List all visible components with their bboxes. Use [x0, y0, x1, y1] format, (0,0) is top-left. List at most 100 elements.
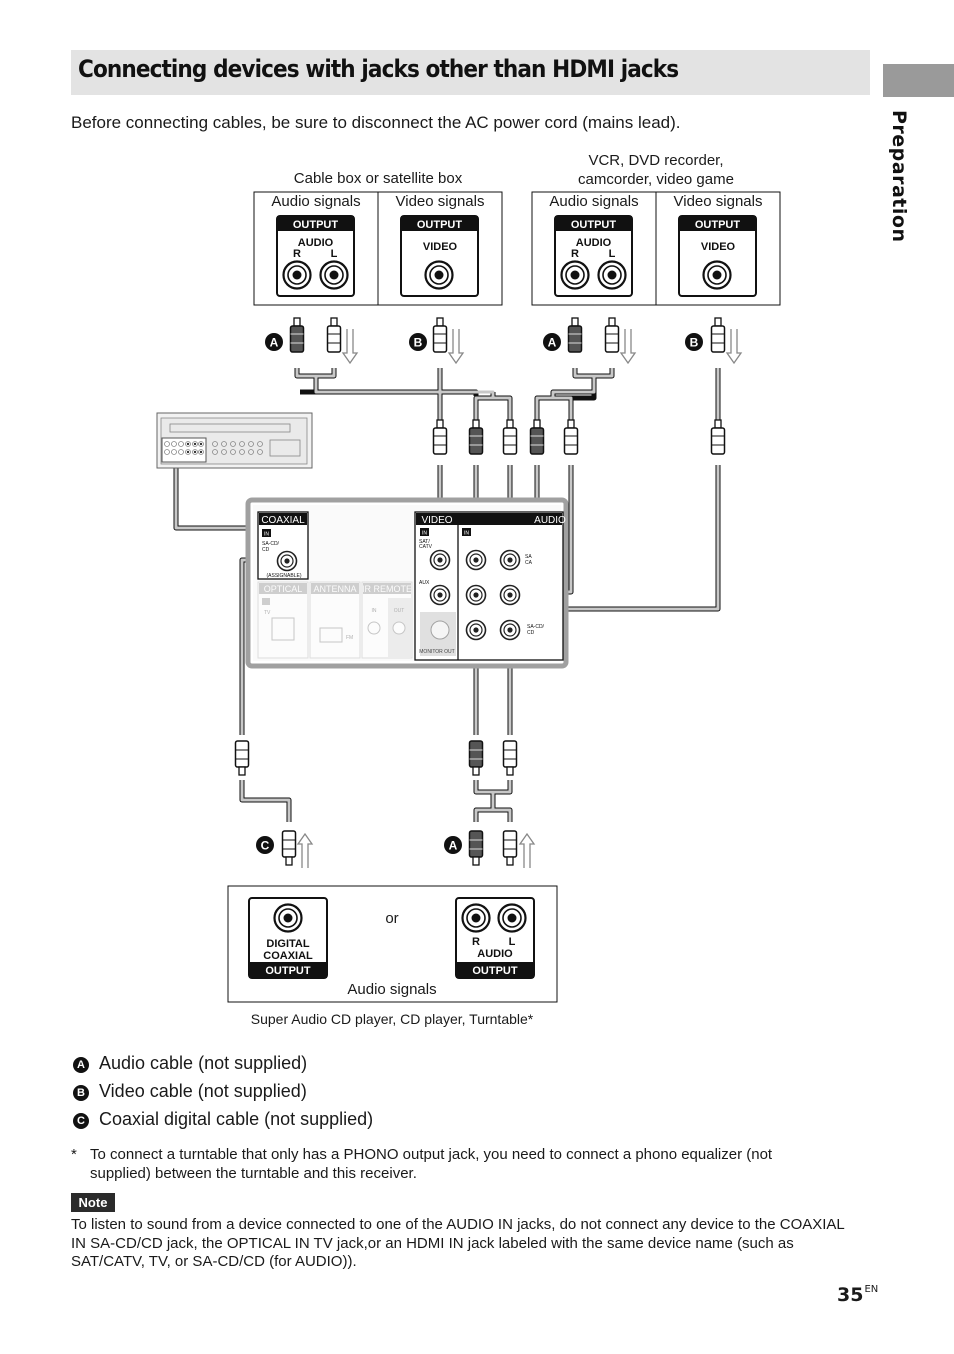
footnote-mark: * — [71, 1146, 77, 1163]
page-number-value: 35 — [837, 1284, 864, 1306]
page-number-suffix: EN — [864, 1284, 879, 1295]
panel-coaxial-sacd-label: SA-CD/ — [262, 541, 280, 547]
source2-video-jack — [702, 260, 732, 290]
legend-text-b: Video cable (not supplied) — [99, 1081, 307, 1101]
panel-antenna-label: ANTENNA — [313, 584, 356, 594]
panel-coaxial-label: COAXIAL — [261, 515, 305, 526]
page-title: Connecting devices with jacks other than… — [78, 55, 679, 83]
legend-badge-a: A — [73, 1057, 89, 1073]
panel-audio-sat-r-jack — [499, 549, 521, 571]
panel-assignable-label: (ASSIGNABLE) — [266, 573, 301, 579]
bottom-audio-label: AUDIO — [477, 948, 513, 960]
badge-a-2: A — [548, 336, 557, 350]
legend-badge-c: C — [73, 1113, 89, 1129]
source2-name-line1: VCR, DVD recorder, — [588, 152, 723, 169]
legend-text-a: Audio cable (not supplied) — [99, 1053, 308, 1073]
source1-l-label: L — [331, 248, 338, 260]
panel-fm-label: FM — [346, 635, 353, 641]
source1-audio-label: AUDIO — [298, 237, 334, 249]
source1-video-signals-label: Video signals — [396, 193, 485, 210]
badge-b-2: B — [690, 336, 699, 350]
badge-c: C — [261, 839, 270, 853]
panel-audio-sa-label: SA — [525, 554, 532, 560]
source2-box: Audio signals Video signals OUTPUT AUDIO… — [531, 191, 781, 306]
bottom-audio-r-jack — [461, 903, 491, 933]
source2-audio-label: AUDIO — [576, 237, 612, 249]
source1-output-label: OUTPUT — [293, 219, 339, 231]
panel-coaxial-cd-label: CD — [262, 547, 270, 553]
bottom-digital-label: DIGITAL — [266, 938, 309, 950]
title-bar: Connecting devices with jacks other than… — [71, 50, 870, 95]
badge-a-1: A — [270, 336, 279, 350]
source2-video-signals-label: Video signals — [674, 193, 763, 210]
source2-audio-l-jack — [597, 260, 627, 290]
panel-video-sat-jack — [429, 549, 451, 571]
bottom-r-label: R — [472, 936, 480, 948]
bottom-coaxial-jack — [273, 903, 303, 933]
panel-video-header: VIDEO — [421, 515, 452, 526]
panel-optical-label: OPTICAL — [264, 584, 303, 594]
legend-badge-b: B — [73, 1085, 89, 1101]
panel-audio-aux-r-jack — [499, 584, 521, 606]
panel-optical-tv-label: TV — [264, 610, 271, 616]
source2-audio-r-jack — [560, 260, 590, 290]
source2-output-label: OUTPUT — [571, 219, 617, 231]
source1-box: Audio signals Video signals OUTPUT AUDIO… — [253, 191, 503, 306]
note-text: To listen to sound from a device connect… — [71, 1216, 845, 1270]
source1-video-label: VIDEO — [423, 241, 458, 253]
panel-audio-in-label: IN — [464, 531, 469, 537]
source-plugs — [289, 317, 742, 364]
legend-text-c: Coaxial digital cable (not supplied) — [99, 1109, 374, 1129]
source1-audio-signals-label: Audio signals — [271, 193, 360, 210]
bottom-audio-output-label: OUTPUT — [472, 965, 518, 977]
panel-ir-out-label: OUT — [394, 608, 405, 614]
bottom-audio-signals-label: Audio signals — [347, 981, 436, 998]
intro-text: Before connecting cables, be sure to dis… — [71, 113, 681, 132]
page-number: 35EN — [837, 1284, 878, 1306]
bottom-audio-l-jack — [497, 903, 527, 933]
panel-audio-header: AUDIO — [534, 515, 566, 526]
footnote-text: To connect a turntable that only has a P… — [90, 1146, 773, 1182]
source1-name: Cable box or satellite box — [294, 170, 463, 187]
panel-catv-label: CATV — [419, 544, 433, 550]
source2-video-label: VIDEO — [701, 241, 736, 253]
section-tab-marker — [883, 64, 954, 97]
source2-video-output-label: OUTPUT — [695, 219, 741, 231]
source2-r-label: R — [571, 248, 579, 260]
receiver-rear-panel: COAXIAL IN SA-CD/ CD (ASSIGNABLE) OPTICA… — [245, 497, 569, 669]
source1-video-jack — [424, 260, 454, 290]
badge-b-1: B — [414, 336, 423, 350]
bottom-l-label: L — [509, 936, 516, 948]
panel-coaxial-in-label: IN — [264, 532, 269, 538]
lower-plugs — [234, 740, 535, 869]
bottom-device-name: Super Audio CD player, CD player, Turnta… — [251, 1011, 534, 1027]
panel-audio-cd-label: CD — [527, 630, 535, 636]
panel-audio-cd-r-jack — [499, 619, 521, 641]
panel-audio-sat-l-jack — [465, 549, 487, 571]
panel-aux-label: AUX — [419, 580, 430, 586]
note-label: Note — [71, 1193, 115, 1212]
panel-video-aux-jack — [429, 584, 451, 606]
source1-audio-l-jack — [319, 260, 349, 290]
source2-audio-signals-label: Audio signals — [549, 193, 638, 210]
panel-audio-sacd-label: SA-CD/ — [527, 624, 545, 630]
receiver-illustration — [156, 412, 313, 469]
source1-video-output-label: OUTPUT — [417, 219, 463, 231]
panel-monitor-out-label: MONITOR OUT — [419, 649, 454, 655]
panel-ir-in-label: IN — [372, 608, 377, 614]
cable-badges: A B A B C A — [256, 333, 703, 854]
badge-a-3: A — [449, 839, 458, 853]
bottom-device-box: DIGITAL COAXIAL OUTPUT or R L AUDIO OUTP… — [227, 885, 558, 1003]
bottom-or-label: or — [385, 910, 398, 927]
source2-l-label: L — [609, 248, 616, 260]
source2-name-line2: camcorder, video game — [578, 171, 734, 188]
panel-audio-ca-label: CA — [525, 560, 533, 566]
section-tab-label: Preparation — [888, 110, 910, 243]
bottom-coaxial-label: COAXIAL — [263, 950, 313, 962]
source1-audio-r-jack — [282, 260, 312, 290]
panel-sat-label: SAT/ — [419, 539, 430, 545]
panel-ir-remote-label: IR REMOTE — [362, 584, 412, 594]
bottom-coax-output-label: OUTPUT — [265, 965, 311, 977]
panel-input-plugs — [432, 419, 726, 455]
